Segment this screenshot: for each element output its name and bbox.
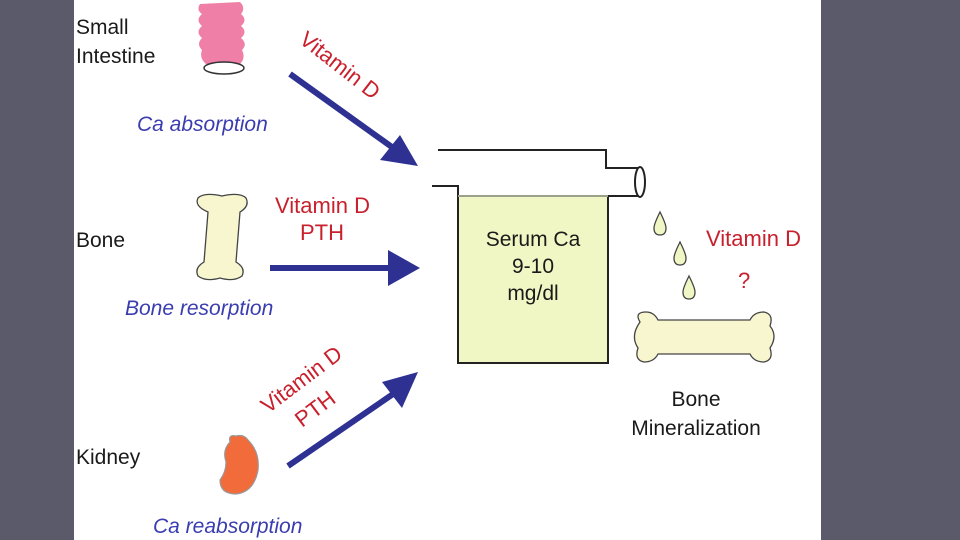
- small-intestine-icon: [198, 2, 245, 75]
- serum-ca-label: Serum Ca: [486, 228, 581, 251]
- slide-canvas: Small Intestine Ca absorption Vitamin D …: [74, 0, 821, 540]
- serum-calcium-tank: [432, 149, 646, 364]
- droplet-icon: [653, 210, 667, 236]
- kidney-icon: [219, 434, 259, 495]
- droplet-icon: [682, 274, 696, 300]
- kidney-arrow: [286, 372, 418, 469]
- bone-label: Bone: [76, 229, 125, 252]
- outflow-question-mark: ?: [738, 268, 750, 293]
- mineralized-bone-icon: [633, 311, 775, 363]
- bone-icon: [196, 193, 248, 281]
- droplet-icon: [673, 240, 687, 266]
- ca-absorption-label: Ca absorption: [137, 113, 268, 136]
- calcium-droplets: [653, 210, 696, 300]
- intestine-label-line1: Small: [76, 16, 129, 39]
- intestine-arrow: [288, 71, 418, 166]
- bone-pth-label: PTH: [300, 220, 344, 245]
- serum-ca-range: 9-10: [512, 255, 554, 278]
- bone-mineralization-line1: Bone: [671, 388, 720, 411]
- ca-reabsorption-label: Ca reabsorption: [153, 515, 302, 538]
- bone-arrow: [270, 250, 420, 286]
- bone-mineralization-line2: Mineralization: [631, 417, 761, 440]
- kidney-label: Kidney: [76, 446, 141, 469]
- bone-resorption-label: Bone resorption: [125, 297, 273, 320]
- bone-vitamin-d-label: Vitamin D: [275, 193, 370, 218]
- serum-ca-unit: mg/dl: [507, 282, 558, 305]
- outflow-vitamin-d-label: Vitamin D: [706, 226, 801, 251]
- calcium-homeostasis-diagram: Small Intestine Ca absorption Vitamin D …: [76, 2, 801, 538]
- intestine-vitamin-d-label: Vitamin D: [295, 26, 385, 104]
- intestine-label-line2: Intestine: [76, 45, 155, 68]
